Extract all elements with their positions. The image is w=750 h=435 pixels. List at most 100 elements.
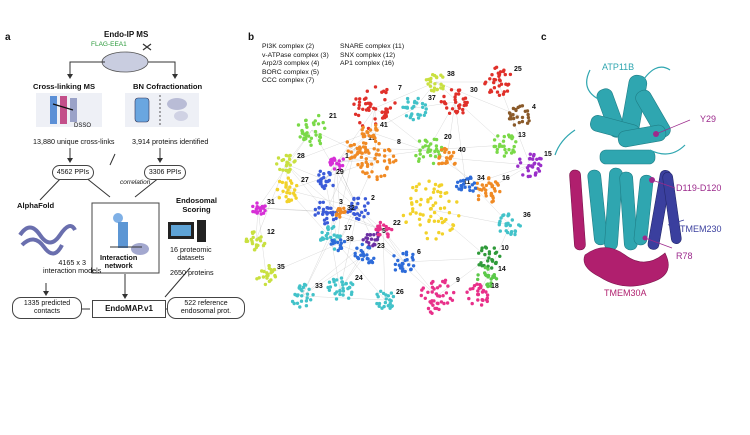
network-node: [321, 200, 325, 204]
network-node: [360, 210, 364, 214]
network-node: [321, 212, 325, 216]
network-node: [470, 301, 474, 306]
network-node: [325, 221, 330, 225]
network-node: [449, 88, 454, 92]
network-node: [339, 241, 343, 245]
network-node: [352, 196, 356, 201]
network-node: [355, 216, 359, 221]
network-node: [273, 273, 277, 278]
network-node: [348, 285, 352, 290]
network-node: [501, 69, 506, 74]
network-node: [504, 223, 508, 228]
network-edge: [335, 149, 429, 163]
network-node: [417, 139, 422, 143]
network-node: [445, 301, 450, 305]
network-node: [343, 209, 347, 214]
network-node: [404, 220, 408, 224]
network-node: [523, 109, 527, 114]
network-node: [418, 223, 422, 227]
network-node: [498, 70, 503, 74]
network-node: [497, 72, 502, 77]
network-node: [434, 147, 439, 151]
cluster-4: 4: [507, 104, 536, 127]
network-node: [322, 172, 326, 176]
network-node: [357, 100, 362, 104]
network-node: [341, 293, 345, 297]
network-node: [369, 260, 373, 264]
network-node: [378, 220, 383, 225]
network-node: [451, 150, 456, 155]
network-node: [518, 224, 522, 228]
network-node: [352, 142, 356, 147]
network-node: [414, 184, 419, 189]
network-node: [433, 82, 437, 86]
cluster-21: 21: [296, 113, 337, 147]
network-node: [514, 140, 518, 144]
network-node: [258, 208, 263, 213]
network-node: [492, 187, 497, 191]
network-node: [468, 287, 472, 291]
network-node: [497, 78, 502, 82]
network-edge: [414, 81, 437, 109]
network-node: [384, 114, 388, 119]
network-node: [257, 206, 261, 210]
network-node: [305, 131, 309, 135]
network-edge: [339, 211, 384, 231]
network-node: [492, 138, 497, 142]
cluster-number: 12: [267, 229, 275, 236]
network-node: [454, 100, 458, 104]
cluster-22: 22: [374, 220, 401, 239]
network-node: [339, 276, 344, 280]
network-node: [429, 142, 433, 146]
network-node: [443, 191, 447, 195]
network-edge: [301, 237, 373, 297]
cluster-number: 13: [518, 132, 526, 139]
cluster-19: 19: [345, 135, 376, 161]
network-node: [365, 130, 369, 134]
network-node: [434, 137, 439, 142]
network-node: [284, 181, 288, 185]
network-edge: [354, 147, 429, 151]
network-node: [375, 160, 380, 164]
network-node: [537, 162, 541, 166]
cluster-number: 41: [380, 122, 388, 129]
panel-b-letter: b: [248, 32, 255, 43]
network-node: [292, 301, 296, 306]
network-edge: [324, 179, 384, 231]
network-node: [493, 66, 497, 71]
network-node: [435, 286, 440, 290]
network-node: [490, 259, 495, 263]
network-node: [428, 84, 433, 88]
network-node: [365, 236, 370, 241]
network-node: [444, 217, 448, 222]
network-node: [307, 287, 311, 291]
network-node: [373, 139, 378, 144]
network-node: [493, 180, 498, 184]
tmem230-label: TMEM230: [680, 224, 722, 234]
network-node: [244, 237, 249, 241]
network-node: [250, 230, 255, 234]
network-node: [338, 246, 342, 250]
network-node: [404, 253, 409, 257]
network-node: [431, 73, 435, 77]
network-node: [366, 245, 370, 250]
network-node: [287, 199, 291, 203]
network-node: [360, 242, 364, 247]
network-node: [416, 96, 420, 101]
cluster-number: 20: [444, 134, 452, 141]
network-node: [432, 86, 437, 90]
endomap-box: EndoMAP.v1: [92, 300, 166, 318]
atp11b-loops: [554, 66, 686, 156]
network-node: [423, 110, 428, 115]
network-node: [357, 213, 362, 217]
network-node: [285, 160, 289, 164]
cluster-number: 4: [532, 104, 536, 111]
network-node: [263, 282, 268, 287]
network-node: [527, 164, 531, 168]
cluster-26: 26: [375, 289, 404, 310]
network-node: [490, 266, 494, 270]
network-node: [501, 139, 506, 143]
network-node: [360, 257, 365, 262]
network-node: [409, 114, 413, 118]
